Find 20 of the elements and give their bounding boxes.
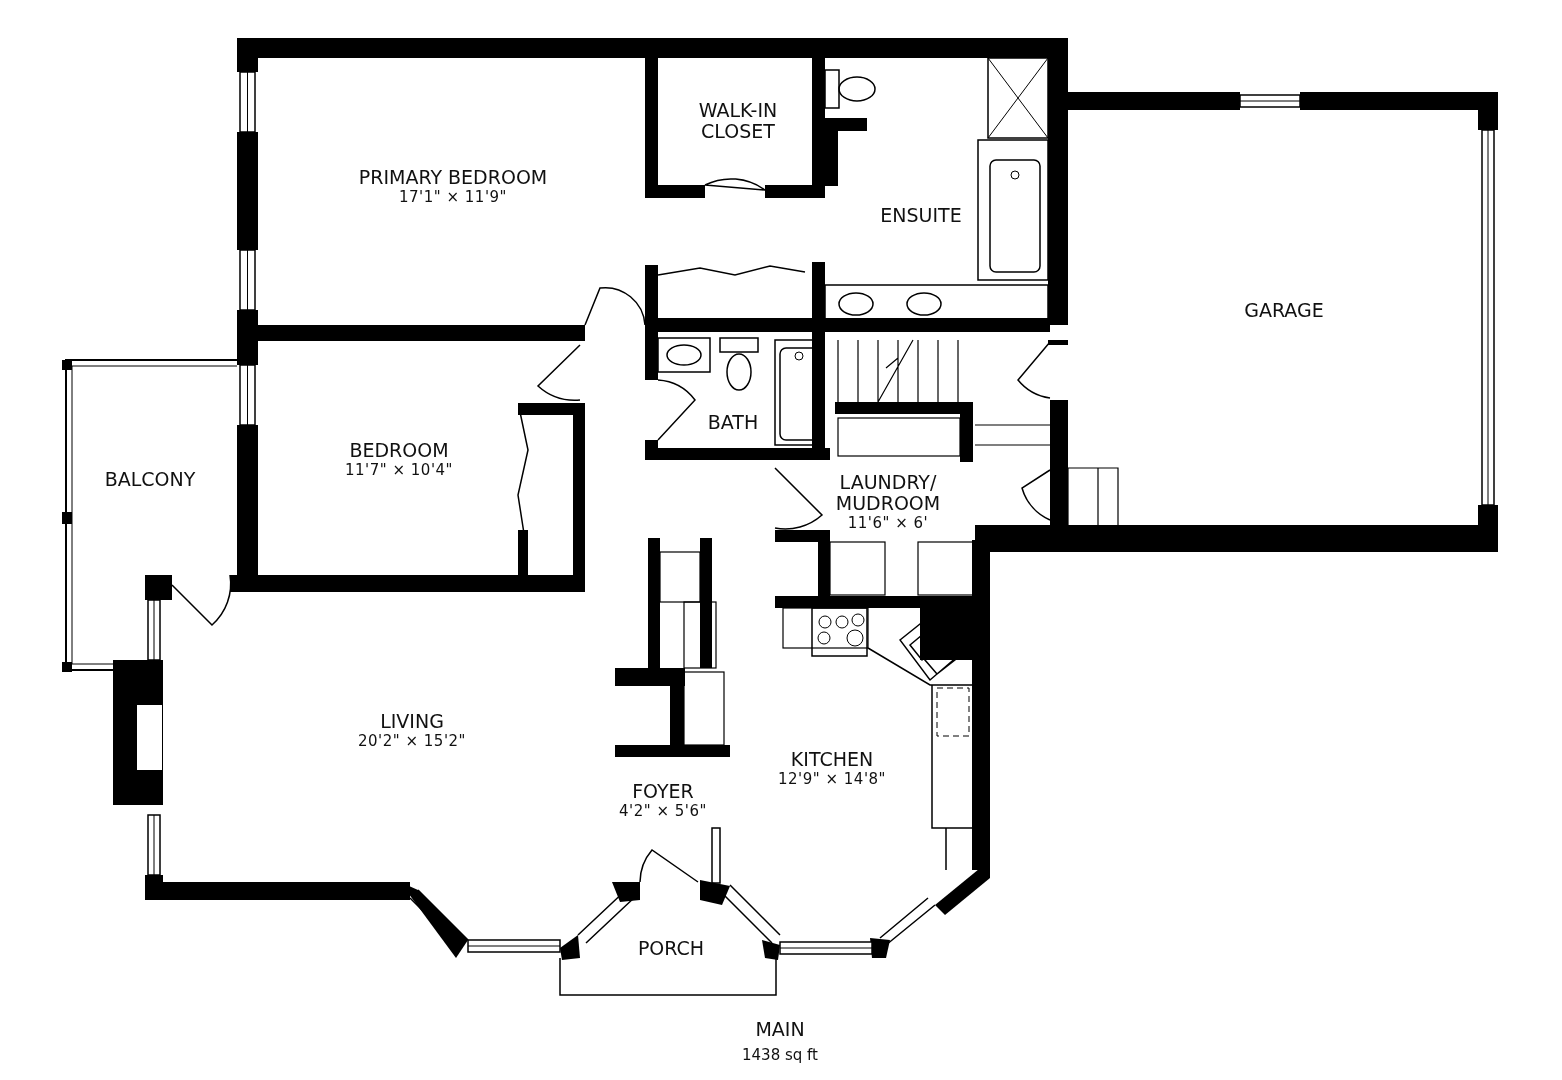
room-name: FOYER: [631, 781, 695, 802]
room-dimensions: 11'7" × 10'4": [344, 461, 454, 480]
room-name: GARAGE: [1243, 299, 1325, 321]
room-dimensions: 17'1" × 11'9": [398, 188, 508, 207]
room-name: KITCHEN: [789, 749, 875, 770]
room-name: PORCH: [636, 937, 706, 959]
room-name: LAUNDRY/ MUDROOM: [834, 471, 942, 514]
room-dimensions: 4'2" × 5'6": [618, 802, 708, 821]
room-dimensions: 12'9" × 14'8": [777, 770, 887, 789]
room-dimensions: 20'2" × 15'2": [357, 732, 467, 751]
room-name: BALCONY: [103, 468, 197, 490]
floor-area: 1438 sq ft: [742, 1046, 818, 1064]
room-name: PRIMARY BEDROOM: [357, 167, 549, 188]
room-name: BATH: [706, 411, 760, 433]
room-dimensions: 11'6" × 6': [846, 513, 930, 533]
room-name: BEDROOM: [348, 440, 450, 461]
room-name: WALK-IN CLOSET: [697, 100, 779, 142]
floor-name: MAIN: [755, 1018, 805, 1040]
room-name: ENSUITE: [879, 204, 963, 226]
room-name: LIVING: [379, 711, 445, 732]
